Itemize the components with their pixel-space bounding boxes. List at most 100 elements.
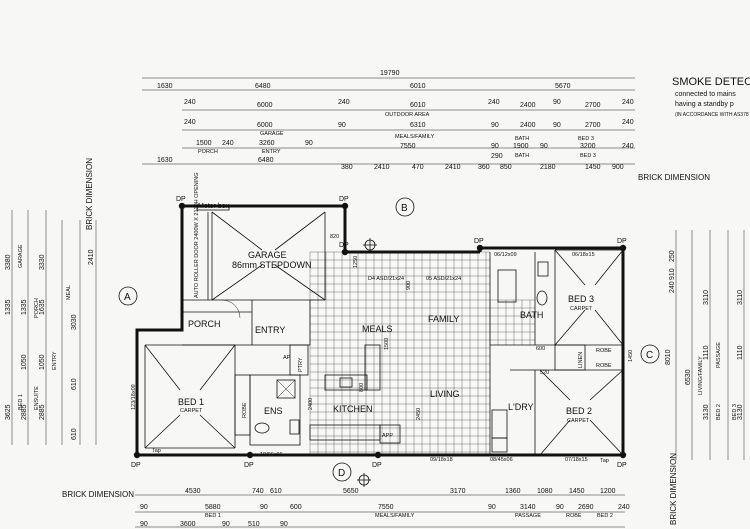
dim-right-5: 3130 bbox=[703, 404, 710, 420]
dim-bot-r1-8: 1200 bbox=[600, 488, 616, 495]
downpipe-dot bbox=[341, 248, 349, 256]
downpipe-dot bbox=[619, 451, 627, 459]
room-kitchen: KITCHEN bbox=[333, 404, 373, 414]
room-bath: BATH bbox=[520, 310, 543, 320]
dim-bot-label-bed2: BED 2 bbox=[597, 513, 613, 519]
dim-bot-label-passage: PASSAGE bbox=[515, 513, 541, 519]
ensuite-robe bbox=[234, 374, 301, 446]
dim-top-r3-8: 240 bbox=[622, 119, 634, 126]
smoke-line-3: (IN ACCORDANCE WITH AS378 bbox=[675, 112, 749, 118]
window-w6: 09/18x18 bbox=[430, 457, 453, 463]
dim-top-label-bath2: BATH bbox=[515, 153, 529, 159]
dim-bot-r3-1: 3600 bbox=[180, 521, 196, 528]
dim-top-r3-6: 90 bbox=[553, 122, 561, 129]
dim-right-label-bed2: BED 2 bbox=[716, 404, 722, 420]
downpipe-dot bbox=[341, 202, 349, 210]
dim-top-r2-7: 2700 bbox=[585, 102, 601, 109]
dim-bot-r3-3: 510 bbox=[248, 521, 260, 528]
note-900: 900 bbox=[406, 281, 412, 290]
room-bed2-floor: CARPET bbox=[567, 418, 590, 424]
dim-bot-r2-7: 90 bbox=[556, 504, 564, 511]
dim-bot-r3-4: 90 bbox=[280, 521, 288, 528]
dim-left-label-porch: PORCH bbox=[34, 298, 40, 318]
room-robe-right-2: ROBE bbox=[596, 363, 612, 369]
dim-bot-r2-1: 5880 bbox=[205, 504, 221, 511]
dim-top-r4-4: 7550 bbox=[400, 143, 416, 150]
dim-right-8: 8010 bbox=[665, 349, 672, 365]
room-laundry: L'DRY bbox=[508, 402, 534, 412]
downpipe-dot bbox=[246, 451, 254, 459]
downpipe-dot bbox=[476, 244, 484, 252]
dim-top-r1-0: 1630 bbox=[157, 83, 173, 90]
note-2400: 2400 bbox=[308, 398, 314, 410]
dim-left-10: 1050 bbox=[21, 354, 28, 370]
note-800: 800 bbox=[359, 383, 365, 392]
dim-top-r4-1: 240 bbox=[222, 140, 234, 147]
right-wing-walls bbox=[489, 249, 624, 456]
dim-left-9: 3625 bbox=[5, 404, 12, 420]
dim-bot-label-bed1: BED 1 bbox=[205, 513, 221, 519]
downpipe-dot bbox=[619, 244, 627, 252]
access-panel-label: AP bbox=[283, 355, 291, 361]
window-w2: 05 ASD/21x24 bbox=[426, 276, 461, 282]
room-robe-left: ROBE bbox=[242, 402, 248, 418]
dim-top-r3-1: 6000 bbox=[257, 122, 273, 129]
dim-right-label-passage: PASSAGE bbox=[716, 342, 722, 368]
dim-left-11: 1050 bbox=[39, 354, 46, 370]
dim-top-r2-6: 90 bbox=[553, 99, 561, 106]
dim-top-r5-0: 1630 bbox=[157, 157, 173, 164]
smoke-line-2: having a standby p bbox=[675, 101, 734, 108]
dim-left-label-entry: ENTRY bbox=[52, 351, 58, 370]
downpipe-label: DP bbox=[617, 462, 627, 469]
dim-left-1: 3330 bbox=[39, 254, 46, 270]
downpipe-label: DP bbox=[617, 238, 627, 245]
dim-bot-r1-7: 1450 bbox=[569, 488, 585, 495]
dim-right-1: 910 bbox=[669, 268, 676, 280]
dim-top-r5-1: 6480 bbox=[258, 157, 274, 164]
dim-right-4: 3110 bbox=[737, 290, 744, 305]
meter-box-label: Meter box bbox=[198, 203, 230, 210]
tap-label-right: Tap bbox=[600, 458, 609, 464]
dim-left-6: 3030 bbox=[71, 314, 78, 330]
section-marker-d: D bbox=[332, 462, 352, 482]
room-bed1: BED 1 bbox=[178, 397, 204, 407]
floor-tile-grid bbox=[309, 251, 535, 455]
dim-bot-r3-0: 90 bbox=[140, 521, 148, 528]
dim-top-r2-5: 2400 bbox=[520, 102, 536, 109]
dim-top-r4-7: 90 bbox=[540, 143, 548, 150]
dim-bot-r2-9: 240 bbox=[618, 504, 630, 511]
room-ensuite: ENS bbox=[264, 406, 283, 416]
room-bed3: BED 3 bbox=[568, 294, 594, 304]
dim-top-r3-4: 90 bbox=[491, 122, 499, 129]
dim-top-label-porch: PORCH bbox=[198, 149, 218, 155]
dim-bot-r1-6: 1080 bbox=[537, 488, 553, 495]
dim-top-r2-4: 240 bbox=[488, 99, 500, 106]
dim-top-r5-9: 1450 bbox=[585, 164, 601, 171]
room-family: FAMILY bbox=[428, 314, 459, 324]
room-porch: PORCH bbox=[188, 319, 221, 329]
downpipe-label: DP bbox=[474, 238, 484, 245]
kitchen-fixtures bbox=[309, 344, 401, 444]
dim-top-r2-1: 6000 bbox=[257, 102, 273, 109]
downpipe-label: DP bbox=[244, 462, 254, 469]
window-w9: 123/18x09 bbox=[131, 384, 137, 410]
brick-dimension-right: BRICK DIMENSION bbox=[669, 453, 678, 525]
dim-left-0: 3380 bbox=[5, 254, 12, 270]
dim-top-r4-2: 3260 bbox=[259, 140, 275, 147]
note-820: 820 bbox=[330, 234, 339, 240]
dim-top-r5-8: 2180 bbox=[540, 164, 556, 171]
brick-dimension-bottom: BRICK DIMENSION bbox=[62, 490, 134, 499]
dim-bot-r2-3: 600 bbox=[290, 504, 302, 511]
dim-right-label-bed3: BED 3 bbox=[732, 404, 738, 420]
dim-bot-r1-2: 610 bbox=[270, 488, 282, 495]
dim-top-r5-2: 380 bbox=[341, 164, 353, 171]
dim-bot-r2-6: 3140 bbox=[520, 504, 536, 511]
appliance-label: APP bbox=[382, 433, 393, 439]
dim-top-label-garage: GARAGE bbox=[260, 131, 284, 137]
downpipe-label: DP bbox=[339, 196, 349, 203]
dim-top-label-entry: ENTRY bbox=[262, 149, 281, 155]
section-a-label: A bbox=[124, 292, 131, 303]
